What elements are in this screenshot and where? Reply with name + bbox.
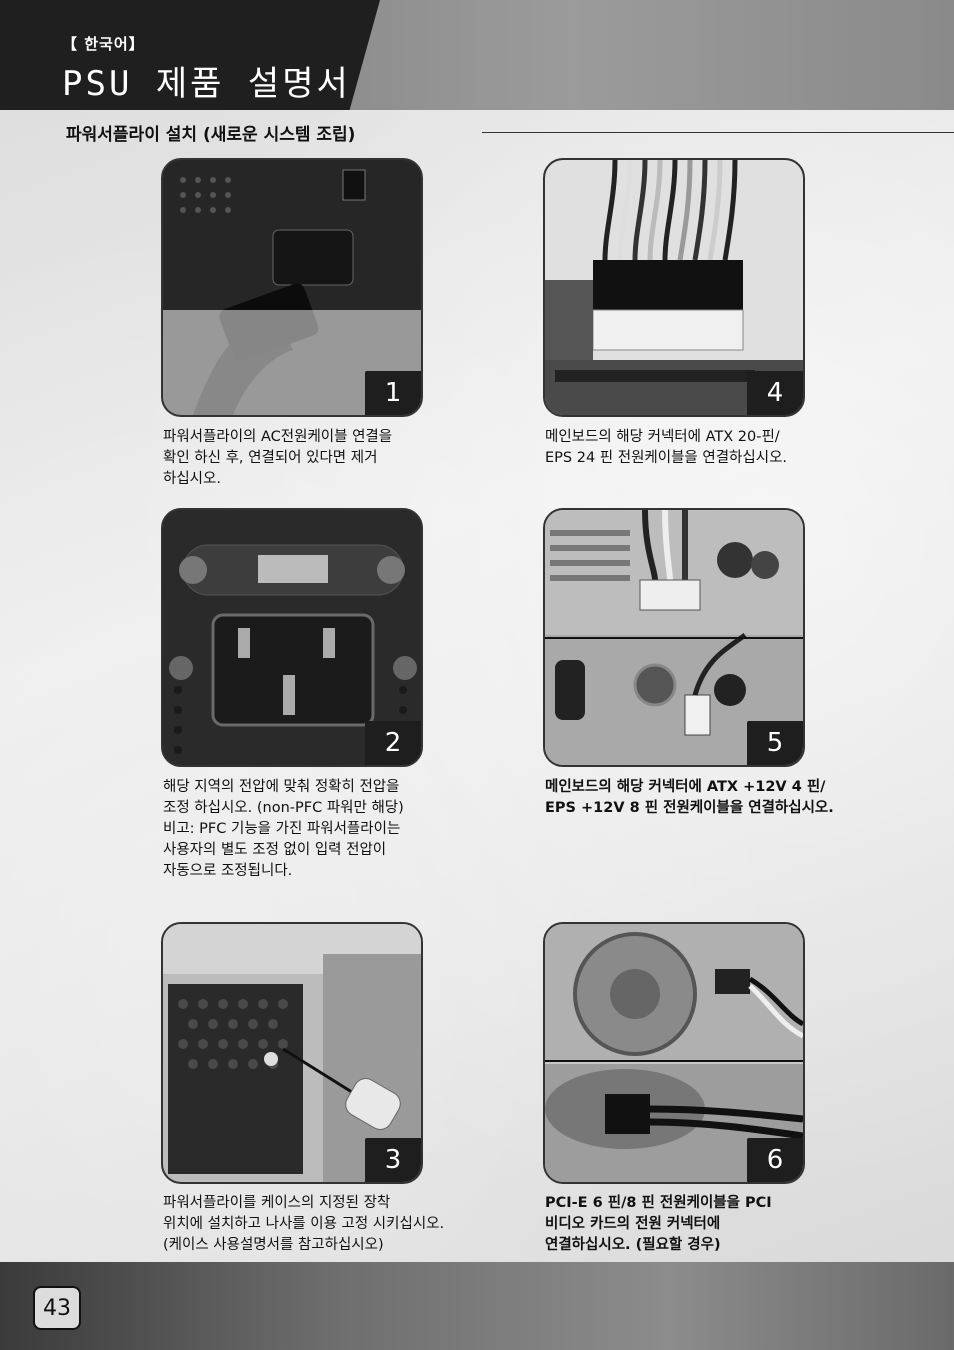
step-1-photo: 1 [161, 158, 423, 417]
header-title-block [0, 0, 380, 110]
step-6-photo: 6 [543, 922, 805, 1184]
step-1-caption: 파워서플라이의 AC전원케이블 연결을 확인 하신 후, 연결되어 있다면 제거… [163, 429, 393, 487]
step-5-number-badge: 5 [747, 721, 803, 765]
step-2-number-badge: 2 [365, 721, 421, 765]
step-6-photo-divider [545, 1060, 803, 1062]
language-tag: 【 한국어】 [62, 35, 145, 53]
step-1-number-badge: 1 [365, 371, 421, 415]
step-4-caption: 메인보드의 해당 커넥터에 ATX 20-핀/ EPS 24 핀 전원케이블을 … [545, 429, 788, 466]
footer-band [0, 1262, 954, 1350]
step-6-caption: PCI-E 6 핀/8 핀 전원케이블을 PCI 비디오 카드의 전원 커넥터에… [545, 1195, 772, 1253]
step-2-caption: 해당 지역의 전압에 맞춰 정확히 전압을 조정 하십시오. (non-PFC … [163, 779, 404, 879]
document-title: PSU 제품 설명서 [62, 64, 351, 104]
section-divider [482, 132, 954, 133]
page-number: 43 [33, 1286, 81, 1330]
section-heading: 파워서플라이 설치 (새로운 시스템 조립) [66, 125, 356, 145]
step-4-photo: 4 [543, 158, 805, 417]
step-6-number-badge: 6 [747, 1138, 803, 1182]
step-5-photo: 5 [543, 508, 805, 767]
step-3-caption: 파워서플라이를 케이스의 지정된 장착 위치에 설치하고 나사를 이용 고정 시… [163, 1195, 445, 1253]
step-2-photo: 2 [161, 508, 423, 767]
step-3-photo: 3 [161, 922, 423, 1184]
step-5-caption: 메인보드의 해당 커넥터에 ATX +12V 4 핀/ EPS +12V 8 핀… [545, 779, 834, 816]
step-5-photo-divider [545, 637, 803, 639]
step-3-number-badge: 3 [365, 1138, 421, 1182]
step-4-number-badge: 4 [747, 371, 803, 415]
